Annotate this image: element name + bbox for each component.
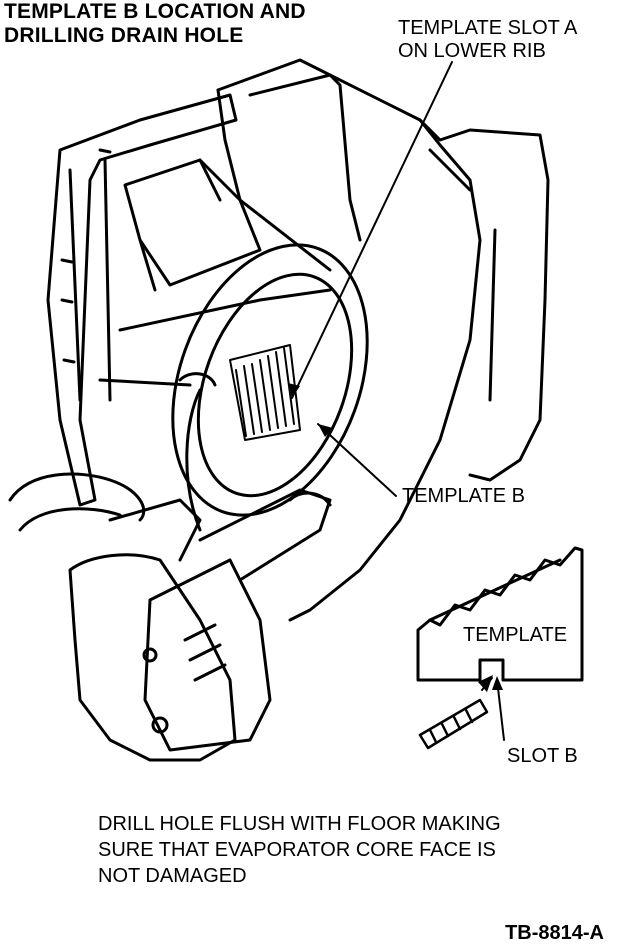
- blower-opening: [98, 243, 369, 517]
- blower-housing: [216, 58, 550, 622]
- arrow-head-slot-a: [288, 383, 300, 398]
- callout-template-slot-a: TEMPLATE SLOT A ON LOWER RIB: [398, 17, 578, 62]
- arrow-head-slot-b: [492, 676, 503, 690]
- drill-bit: [418, 698, 489, 750]
- callout-slot-b: SLOT B: [507, 745, 578, 767]
- housing-panel: [46, 93, 238, 507]
- drill-and-hand: [8, 372, 332, 762]
- template-inset: [416, 546, 584, 682]
- arrow-head-template-b: [318, 424, 333, 437]
- callout-template-b: TEMPLATE B: [402, 485, 525, 507]
- figure-id: TB-8814-A: [505, 922, 604, 944]
- callout-template: TEMPLATE: [463, 624, 568, 646]
- duct-box: [123, 158, 262, 292]
- diagram-title: TEMPLATE B LOCATION AND DRILLING DRAIN H…: [4, 0, 306, 47]
- arrow-head-bit: [478, 675, 493, 692]
- evaporator-core: [229, 344, 301, 441]
- drilling-note: DRILL HOLE FLUSH WITH FLOOR MAKING SURE …: [98, 813, 501, 887]
